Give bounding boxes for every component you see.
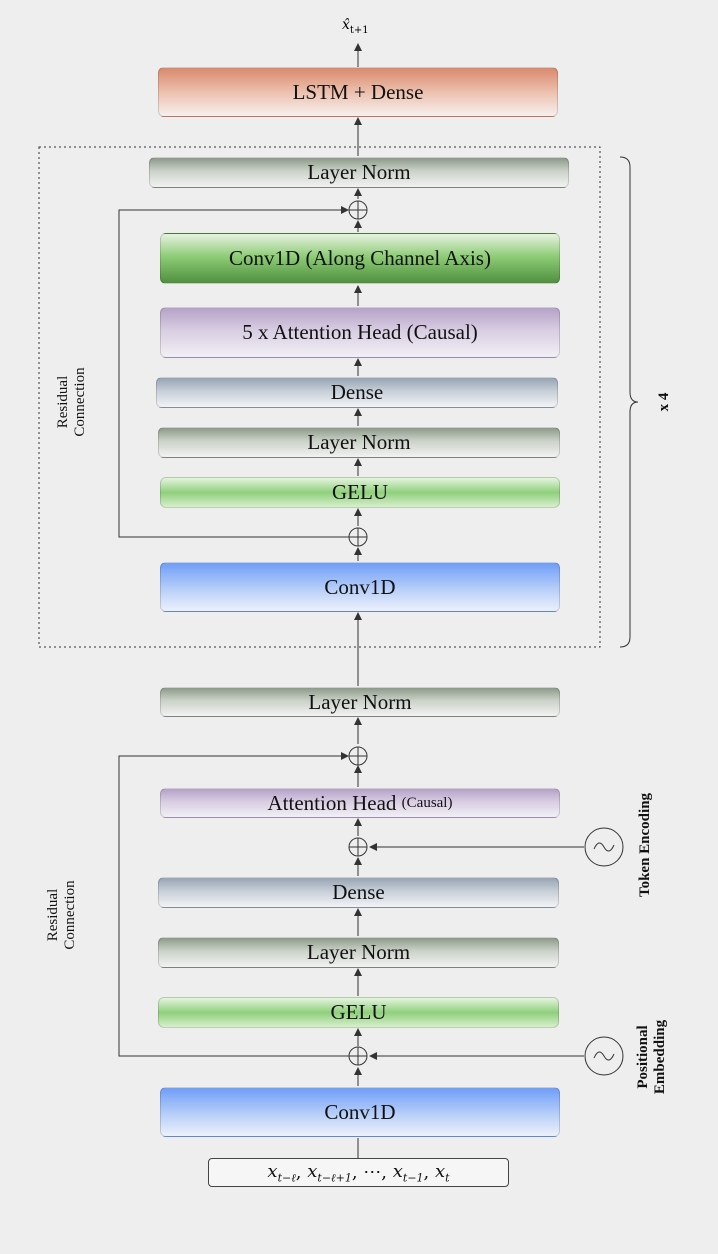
conv1d-top-block: Conv1D	[160, 562, 560, 612]
output-symbol: x̂	[342, 17, 350, 33]
input-term-2: xt−ℓ+1	[307, 1160, 352, 1185]
add-node-positional	[348, 1046, 368, 1066]
gelu-bottom-block: GELU	[158, 997, 559, 1028]
layer-norm-bottom-out-block: Layer Norm	[160, 687, 560, 717]
conv1d-bottom-block: Conv1D	[160, 1087, 560, 1137]
output-subscript: t+1	[349, 24, 369, 36]
repeat-block-border	[38, 146, 601, 648]
residual-label-bottom: Residual Connection	[45, 880, 79, 950]
repeat-count-label: x 4	[656, 392, 672, 412]
attention-head-block: Attention Head (Causal)	[160, 788, 560, 818]
gelu-top-block: GELU	[160, 477, 560, 508]
repeat-brace	[619, 156, 639, 648]
attention-causal-label: (Causal)	[401, 794, 453, 811]
input-term-1: xt−ℓ	[267, 1160, 296, 1185]
output-label: x̂t+1	[342, 17, 369, 36]
lstm-dense-block: LSTM + Dense	[158, 67, 558, 117]
positional-embedding-icon	[584, 1036, 624, 1076]
input-sequence-box: xt−ℓ, xt−ℓ+1, ⋯, xt−1, xt	[208, 1158, 509, 1187]
residual-label-top: Residual Connection	[55, 367, 89, 437]
dense-top-block: Dense	[156, 377, 558, 408]
add-node-top-lower	[348, 527, 368, 547]
input-term-3: xt−1	[392, 1160, 424, 1185]
add-node-token	[348, 837, 368, 857]
add-node-top	[348, 200, 368, 220]
input-ellipsis: ⋯	[363, 1162, 382, 1183]
input-term-4: xt	[435, 1160, 450, 1185]
token-encoding-label: Token Encoding	[637, 792, 653, 898]
layer-norm-top-block: Layer Norm	[149, 157, 569, 188]
conv1d-channel-block: Conv1D (Along Channel Axis)	[160, 233, 560, 284]
layer-norm-mid-block: Layer Norm	[158, 427, 560, 458]
layer-norm-bottom-block: Layer Norm	[158, 937, 559, 968]
attention-head-label: Attention Head	[267, 790, 397, 815]
token-encoding-icon	[584, 827, 624, 867]
dense-bottom-block: Dense	[158, 877, 559, 908]
attention-5-head-block: 5 x Attention Head (Causal)	[160, 307, 560, 358]
add-node-bottom-upper	[348, 746, 368, 766]
positional-embedding-label: Positional Embedding	[635, 1019, 669, 1095]
